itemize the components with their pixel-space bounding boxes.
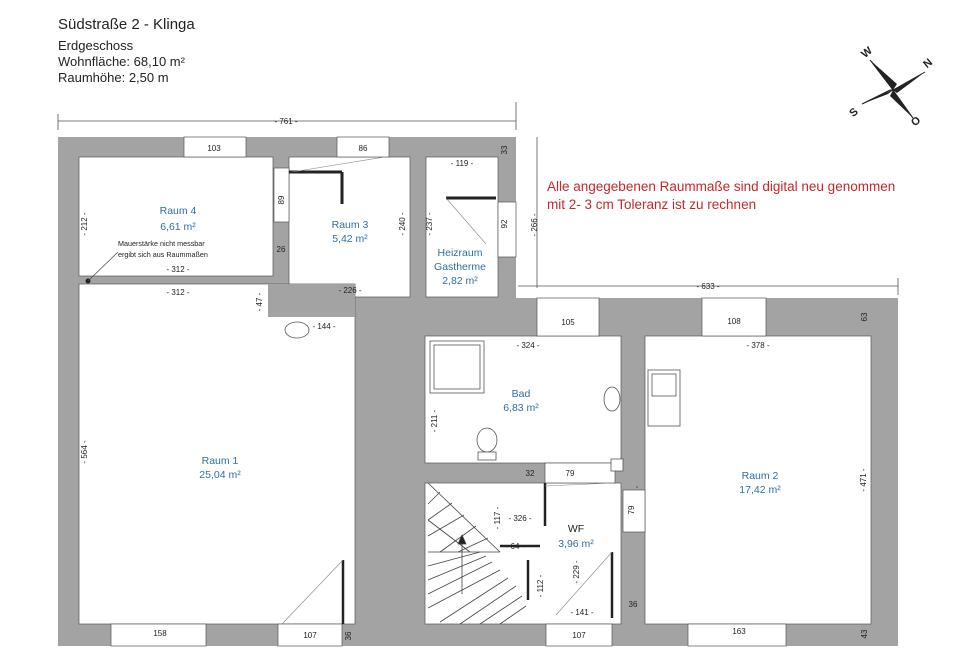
dim-266: - 266 - bbox=[530, 213, 539, 236]
wall-note-line-2: ergibt sich aus Raummaßen bbox=[118, 250, 208, 259]
dim-312-a: - 312 - bbox=[166, 265, 189, 274]
dim-112: - 112 - bbox=[536, 574, 545, 597]
room-height-label: Raumhöhe: 2,50 m bbox=[58, 70, 169, 85]
door-wf bbox=[545, 623, 613, 647]
window-raum4 bbox=[183, 136, 247, 158]
dim-226: - 226 - bbox=[338, 286, 361, 295]
floor-label: Erdgeschoss bbox=[58, 38, 134, 53]
window-raum3 bbox=[336, 136, 390, 158]
dim-564: - 564 - bbox=[80, 440, 89, 463]
window-raum2 bbox=[701, 297, 767, 337]
raum4-floor bbox=[78, 156, 274, 277]
heizraum-name: Heizraum bbox=[438, 247, 483, 259]
dim-324: - 324 - bbox=[516, 341, 539, 350]
dim-119: - 119 - bbox=[451, 159, 474, 168]
toilet bbox=[476, 427, 498, 453]
dim-240: - 240 - bbox=[398, 212, 407, 235]
living-area-label: Wohnfläche: 68,10 m² bbox=[58, 54, 185, 69]
dim-33: 33 bbox=[500, 145, 509, 154]
dim-26: 26 bbox=[277, 245, 286, 254]
dim-105: 105 bbox=[561, 318, 575, 327]
tolerance-note-line-1: Alle angegebenen Raummaße sind digital n… bbox=[547, 179, 896, 194]
dim-378: - 378 - bbox=[746, 341, 769, 350]
raum3-area: 5,42 m² bbox=[332, 233, 368, 245]
dim-47: - 47 - bbox=[255, 292, 264, 311]
dim-107-b: 107 bbox=[572, 631, 586, 640]
door-gap-raum3 bbox=[273, 167, 290, 223]
bad-area: 6,83 m² bbox=[503, 402, 539, 414]
dim-229: - 229 - bbox=[572, 560, 581, 583]
window-raum2-bottom bbox=[687, 623, 787, 647]
dim-86: 86 bbox=[359, 144, 368, 153]
dim-312-b: - 312 - bbox=[166, 288, 189, 297]
compass-n: N bbox=[921, 57, 935, 71]
wall-note-line-1: Mauerstärke nicht messbar bbox=[118, 239, 205, 248]
plan-title: Südstraße 2 - Klinga bbox=[58, 16, 195, 33]
dim-32: 32 bbox=[526, 469, 535, 478]
shower-tray bbox=[429, 340, 485, 394]
dimension-lines bbox=[57, 102, 899, 295]
raum2-area: 17,42 m² bbox=[739, 484, 781, 496]
raum4-name: Raum 4 bbox=[160, 205, 197, 217]
wf-area: 3,96 m² bbox=[558, 538, 594, 550]
raum1-floor bbox=[78, 283, 356, 625]
wf-floor bbox=[424, 482, 622, 625]
compass-w: W bbox=[859, 44, 875, 60]
dim-144: - 144 - bbox=[312, 322, 335, 331]
tolerance-note-line-2: mit 2- 3 cm Toleranz ist zu rechnen bbox=[547, 197, 757, 212]
raum3-name: Raum 3 bbox=[332, 219, 369, 231]
washbasin-raum1 bbox=[284, 321, 310, 339]
dim-64: - 64 - bbox=[506, 542, 525, 551]
dim-36-b: 36 bbox=[344, 631, 353, 640]
dim-163: 163 bbox=[732, 627, 746, 636]
dim-63: 63 bbox=[860, 312, 869, 321]
window-heizraum bbox=[497, 201, 517, 258]
tolerance-note: Alle angegebenen Raummaße sind digital n… bbox=[547, 178, 895, 214]
dim-79-a: 79 bbox=[566, 469, 575, 478]
dim-761: - 761 - bbox=[274, 117, 297, 126]
door-bad bbox=[544, 462, 616, 484]
raum1-area: 25,04 m² bbox=[199, 469, 241, 481]
compass-rose: W N S O bbox=[847, 44, 935, 129]
raum2-name: Raum 2 bbox=[742, 470, 779, 482]
dim-108: 108 bbox=[727, 317, 741, 326]
compass-s: S bbox=[847, 106, 860, 120]
dim-141: - 141 - bbox=[570, 608, 593, 617]
wf-name: WF bbox=[568, 523, 584, 535]
dim-117: - 117 - bbox=[493, 506, 502, 529]
dim-471: - 471 - bbox=[859, 468, 868, 491]
dim-212: - 212 - bbox=[80, 212, 89, 235]
raum1-name: Raum 1 bbox=[202, 455, 239, 467]
dim-92: 92 bbox=[500, 219, 509, 228]
dim-326: - 326 - bbox=[508, 514, 531, 523]
dim-237: - 237 - bbox=[425, 212, 434, 235]
raum2-floor bbox=[644, 335, 872, 625]
door-raum2 bbox=[622, 489, 646, 533]
dim-107-a: 107 bbox=[303, 631, 317, 640]
kitchen-sink bbox=[647, 369, 681, 427]
dim-89: 89 bbox=[277, 195, 286, 204]
dim-211: - 211 - bbox=[430, 409, 439, 432]
staircase bbox=[427, 482, 527, 625]
heizraum-sub: Gastherme bbox=[434, 261, 486, 273]
heizraum-floor bbox=[425, 156, 499, 298]
raum4-area: 6,61 m² bbox=[160, 221, 196, 233]
door-raum1 bbox=[277, 623, 343, 647]
washbasin-bad bbox=[603, 386, 621, 412]
heizraum-area: 2,82 m² bbox=[442, 275, 478, 287]
dim-79-b: 79 bbox=[627, 505, 636, 514]
dim-43: 43 bbox=[860, 629, 869, 638]
dim-158: 158 bbox=[153, 629, 167, 638]
window-bad bbox=[536, 297, 600, 337]
dim-103: 103 bbox=[207, 144, 221, 153]
bad-name: Bad bbox=[512, 388, 531, 400]
window-raum1 bbox=[110, 623, 207, 647]
dim-36-a: 36 bbox=[629, 600, 638, 609]
pillar bbox=[610, 458, 624, 472]
dim-633: - 633 - bbox=[696, 282, 719, 291]
